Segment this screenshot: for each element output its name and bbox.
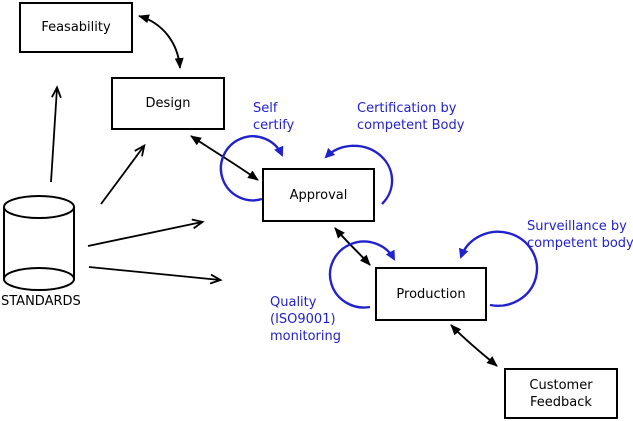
annotation-surveillance: Surveillance by competent body xyxy=(527,218,633,252)
annotation-certification-line1: Certification by xyxy=(357,101,457,116)
arrow-production-feedback xyxy=(450,324,498,367)
annotation-quality-line1: Quality xyxy=(270,295,317,310)
node-production: Production xyxy=(375,267,487,321)
arrow-standards-to-feasability xyxy=(50,85,62,183)
node-feasability-label: Feasability xyxy=(41,20,111,35)
customer-feedback-line1: Customer xyxy=(529,377,593,393)
node-design: Design xyxy=(111,77,225,130)
node-customer-feedback: Customer Feedback xyxy=(504,368,618,419)
node-feasability: Feasability xyxy=(19,2,133,53)
annotation-self-certify-line2: certify xyxy=(253,118,295,133)
arrow-standards-to-production xyxy=(88,266,223,285)
arrow-standards-to-approval xyxy=(87,218,205,247)
arrow-design-approval xyxy=(190,135,259,181)
annotation-quality-line3: monitoring xyxy=(270,329,341,344)
annotation-self-certify: Self certify xyxy=(253,100,294,134)
annotation-self-certify-line1: Self xyxy=(253,101,278,116)
loop-quality-monitoring xyxy=(328,240,396,309)
node-approval: Approval xyxy=(262,168,375,222)
arrow-feasability-design xyxy=(138,14,184,69)
loop-surveillance xyxy=(458,230,539,307)
arrow-standards-to-design xyxy=(100,143,146,205)
node-customer-feedback-label: Customer Feedback xyxy=(529,377,592,411)
annotation-surveillance-line1: Surveillance by xyxy=(527,219,627,234)
annotation-quality-line2: (ISO9001) xyxy=(270,312,336,327)
annotation-quality-monitoring: Quality (ISO9001) monitoring xyxy=(270,294,341,345)
loop-certification xyxy=(324,144,394,205)
customer-feedback-line2: Feedback xyxy=(530,394,592,410)
annotation-surveillance-line2: competent body xyxy=(527,236,633,251)
standards-cylinder-icon xyxy=(3,195,75,291)
node-approval-label: Approval xyxy=(289,187,348,203)
loop-self-certify xyxy=(219,135,284,202)
arrow-approval-production xyxy=(334,227,371,266)
annotation-certification: Certification by competent Body xyxy=(357,100,464,134)
annotation-certification-line2: competent Body xyxy=(357,118,465,133)
standards-label: STANDARDS xyxy=(1,294,81,309)
node-design-label: Design xyxy=(145,96,191,111)
node-production-label: Production xyxy=(396,286,466,302)
